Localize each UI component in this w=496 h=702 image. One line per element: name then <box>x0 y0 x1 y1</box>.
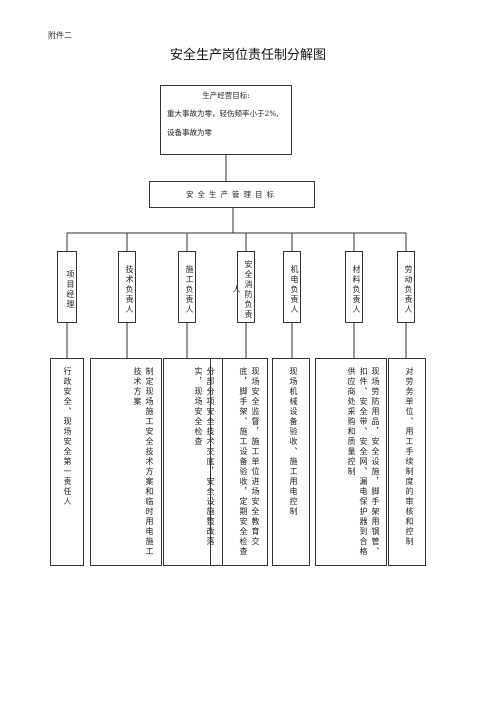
duty-project-manager: 行政安全、现场安全第一责任人 <box>50 358 84 566</box>
duty-safety-fire-lead: 现场安全监督，施工单位进场安全教育交底，脚手架、施工设备验收，定期安全检查 <box>210 358 268 566</box>
business-goal-box: 生产经营目标: 重大事故为零，轻伤频率小于2%, 设备事故为零 <box>160 85 292 155</box>
duty-technical-lead: 制定现场施工安全技术方案和临时用电施工技术方案 <box>90 358 162 566</box>
page-title: 安全生产岗位责任制分解图 <box>169 48 326 63</box>
attachment-label: 附件二 <box>48 31 72 40</box>
duty-materials-lead: 现场劳防用品，安全设施，脚手架用钢管、扣件、安全带、安全网、漏电保护器到合格供应… <box>315 358 387 566</box>
duty-mechanical-electrical-lead: 现场机械设备验收、施工用电控制 <box>272 358 310 566</box>
role-construction-lead: 施工负责人 <box>178 251 196 323</box>
goal-heading: 生产经营目标: <box>202 91 250 100</box>
role-mechanical-electrical-lead: 机电负责人 <box>283 251 301 323</box>
safety-management-goal-box: 安全生产管理目标 <box>149 181 315 208</box>
role-technical-lead: 技术负责人 <box>118 251 136 323</box>
role-safety-fire-lead: 安全消防负责人 <box>232 251 255 323</box>
role-labor-lead: 劳动负责人 <box>397 251 415 323</box>
role-materials-lead: 材料负责人 <box>345 251 363 323</box>
duty-labor-lead: 对劳务单位、用工手续制度的审核和控制 <box>388 358 426 566</box>
goal-line-1: 重大事故为零，轻伤频率小于2%, <box>167 109 279 118</box>
role-project-manager: 项目经理 <box>57 251 77 323</box>
goal-line-2: 设备事故为零 <box>167 128 212 137</box>
